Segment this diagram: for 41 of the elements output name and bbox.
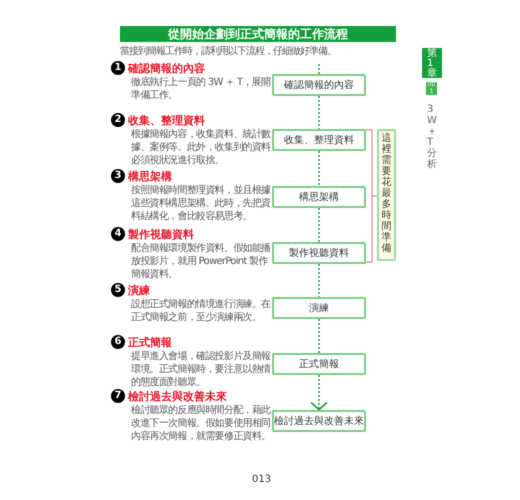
page-number: 013 <box>252 473 272 487</box>
title-bar: 從開始企劃到正式簡報的工作流程 <box>120 26 396 42</box>
step-heading: 演練 <box>128 284 150 297</box>
step-description: 檢討聽眾的反應與時間分配，藉此改進下一次簡報。假如要使用相同內容再次簡報，就需要修正資料。 <box>131 404 271 443</box>
process-box: 檢討過去與改善未來 <box>272 410 366 432</box>
step-description: 配合簡報環境製作資料。假如能播放投影片，就用 PowerPoint 製作簡報資料。 <box>131 242 271 281</box>
step-number: 6 <box>111 335 125 349</box>
dotted-connector <box>310 375 328 410</box>
step-number: 2 <box>111 113 125 127</box>
process-box: 收集、整理資料 <box>272 129 366 151</box>
step-description: 提早進入會場，確認投影片及簡報環境。正式簡報時，要注意以熱情的態度面對聽眾。 <box>131 350 271 389</box>
process-box: 構思架構 <box>272 186 366 208</box>
process-box: 製作視聽資料 <box>272 242 366 264</box>
step-heading: 確認簡報的內容 <box>128 62 205 75</box>
step-heading: 正式簡報 <box>128 336 172 349</box>
step-number: 3 <box>111 169 125 183</box>
step-description: 徹底執行上一頁的 3W ＋ T，展開準備工作。 <box>131 76 271 102</box>
dotted-connector <box>318 96 320 129</box>
dotted-connector <box>318 208 320 242</box>
dotted-connector <box>318 264 320 297</box>
step-heading: 收集、整理資料 <box>128 114 205 127</box>
dotted-connector <box>318 319 320 353</box>
process-box: 演練 <box>272 297 366 319</box>
step-number: 7 <box>111 389 125 403</box>
process-box: 正式簡報 <box>272 353 366 375</box>
step-description: 根據簡報內容，收集資料、統計數據、案例等。此外，收集到的資料必須視狀況進行取捨。 <box>131 128 271 167</box>
step-description: 設想正式簡報的情境進行演練。在正式簡報之前，至少演練兩次。 <box>131 298 271 324</box>
callout-box: 這裡需要花最多時間準備 <box>377 129 396 261</box>
step-heading: 製作視聽資料 <box>128 228 194 241</box>
process-box: 確認簡報的內容 <box>272 74 366 96</box>
chapter-tab: 第1章 <box>422 48 442 78</box>
section-title: 3W ＋ T 分析 <box>427 104 437 170</box>
dotted-connector <box>318 64 320 74</box>
step-number: 5 <box>111 283 125 297</box>
step-number: 4 <box>111 227 125 241</box>
step-heading: 檢討過去與改善未來 <box>128 390 227 403</box>
dotted-connector <box>318 151 320 186</box>
subtitle-text: 當接到簡報工作時，請利用以下流程，仔細做好準備。 <box>120 44 336 59</box>
step-description: 按照簡報時間整理資料，並且根據這些資料構思架構。此時，先把資料結構化，會比較容易思考。 <box>131 184 271 223</box>
step-number: 1 <box>111 61 125 75</box>
step-heading: 構思架構 <box>128 170 172 183</box>
